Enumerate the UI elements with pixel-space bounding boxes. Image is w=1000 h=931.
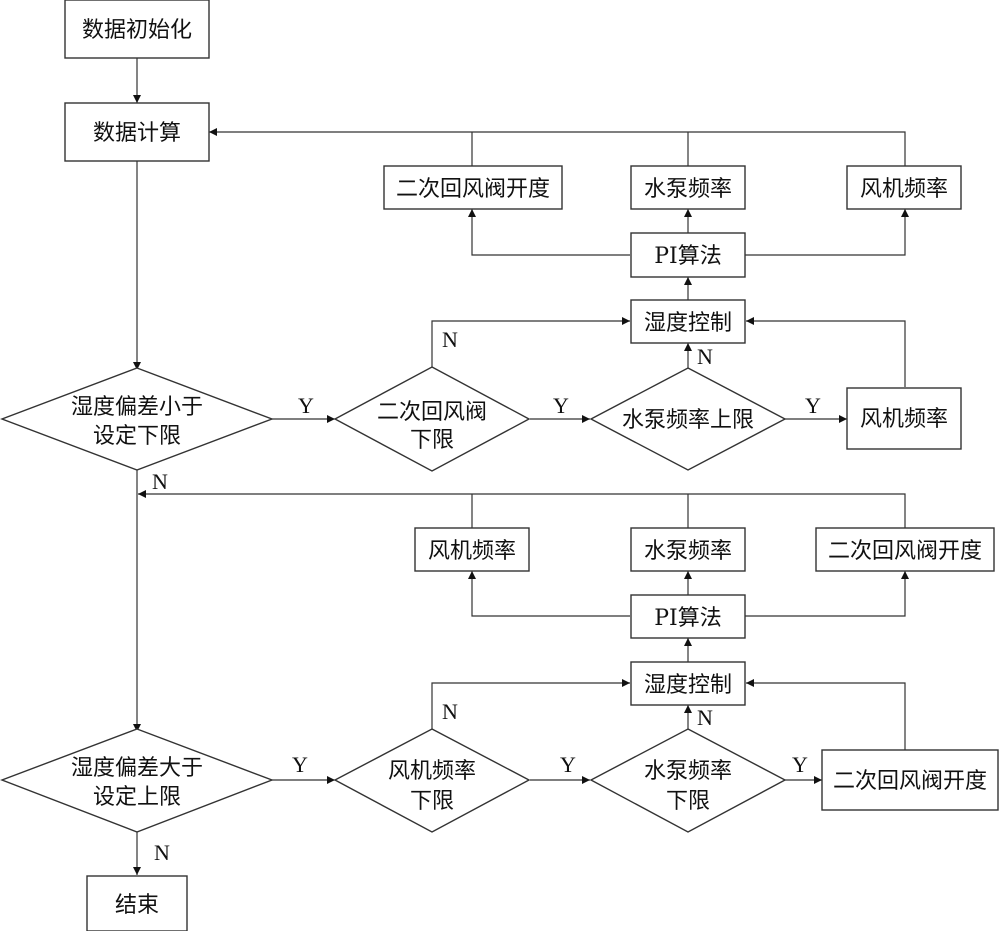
node-upper-fan-action-label: 风机频率 (860, 407, 948, 432)
label-d4-no: N (154, 840, 170, 865)
edge-d2-ctrl (431, 317, 630, 367)
decision-2-label-line1: 二次回风阀 (377, 400, 487, 425)
node-end-label: 结束 (115, 893, 159, 918)
label-d6-yes: Y (792, 752, 808, 777)
node-lower-pump-output-label: 水泵频率 (644, 539, 732, 564)
node-lower-fan-output: 风机频率 (414, 527, 530, 572)
label-d2-no: N (442, 327, 458, 352)
edge-lower-pi-valve (745, 571, 909, 617)
decision-6-label-line2: 下限 (666, 789, 710, 814)
edge-d5-ctrl (431, 679, 630, 729)
label-d1-no: N (152, 469, 168, 494)
node-upper-pump-output-label: 水泵频率 (644, 177, 732, 202)
decision-1-label-line2: 设定下限 (93, 424, 181, 449)
node-lower-valve-output-label: 二次回风阀开度 (828, 539, 982, 564)
decision-5-label-line1: 风机频率 (388, 759, 476, 784)
decision-4-label-line2: 设定上限 (93, 785, 181, 810)
edge-upper-feedback (209, 128, 906, 178)
node-lower-pi: PI算法 (630, 594, 746, 639)
node-lower-humidity-control: 湿度控制 (630, 661, 746, 706)
node-upper-pump-output: 水泵频率 (630, 165, 746, 210)
node-lower-valve-action: 二次回风阀开度 (821, 749, 999, 811)
decision-pump-lower-limit: 水泵频率 下限 (589, 728, 787, 833)
node-lower-pi-label: PI算法 (654, 606, 722, 631)
decision-2-label-line2: 下限 (410, 428, 454, 453)
node-upper-fan-action: 风机频率 (846, 387, 962, 450)
node-upper-pi: PI算法 (630, 232, 746, 278)
label-d1-yes: Y (298, 393, 314, 418)
node-init-label: 数据初始化 (82, 18, 192, 43)
label-d6-no: N (697, 705, 713, 730)
decision-3-label: 水泵频率上限 (622, 408, 754, 433)
node-lower-fan-output-label: 风机频率 (428, 539, 516, 564)
node-init: 数据初始化 (64, 0, 210, 59)
edge-upper-pi-valve (468, 209, 630, 256)
node-lower-valve-action-label: 二次回风阀开度 (833, 769, 987, 794)
node-upper-pi-label: PI算法 (654, 244, 722, 269)
label-d4-yes: Y (292, 752, 308, 777)
label-d3-no: N (697, 344, 713, 369)
node-upper-valve-output: 二次回风阀开度 (383, 165, 563, 210)
node-upper-humidity-control: 湿度控制 (630, 299, 746, 344)
node-lower-pump-output: 水泵频率 (630, 527, 746, 572)
node-calc-label: 数据计算 (93, 121, 181, 146)
decision-6-label-line1: 水泵频率 (644, 759, 732, 784)
label-d5-no: N (442, 699, 458, 724)
edge-lower-feedback (138, 490, 906, 538)
edge-lower-pi-fan (468, 571, 630, 617)
node-upper-fan-output: 风机频率 (846, 165, 962, 210)
node-upper-fan-output-label: 风机频率 (860, 177, 948, 202)
decision-5-label-line2: 下限 (410, 789, 454, 814)
label-d3-yes: Y (805, 393, 821, 418)
decision-deviation-above-upper: 湿度偏差大于 设定上限 (0, 728, 274, 833)
node-lower-valve-output: 二次回风阀开度 (815, 527, 995, 572)
decision-1-label-line1: 湿度偏差小于 (71, 395, 203, 420)
node-upper-valve-output-label: 二次回风阀开度 (396, 177, 550, 202)
decision-4-label-line1: 湿度偏差大于 (71, 756, 203, 781)
decision-pump-upper-limit: 水泵频率上限 (589, 367, 787, 471)
decision-valve-lower-limit: 二次回风阀 下限 (333, 366, 531, 472)
node-upper-humidity-control-label: 湿度控制 (644, 311, 732, 336)
node-calc: 数据计算 (64, 102, 210, 162)
label-d5-yes: Y (560, 752, 576, 777)
node-lower-humidity-control-label: 湿度控制 (644, 673, 732, 698)
decision-fan-lower-limit: 风机频率 下限 (333, 728, 531, 833)
edge-upper-pi-fan (745, 209, 909, 256)
edge-fan-ctrl (746, 317, 906, 387)
edge-valve-ctrl (746, 679, 906, 750)
label-d2-yes: Y (553, 393, 569, 418)
decision-deviation-below-lower: 湿度偏差小于 设定下限 (0, 367, 274, 471)
node-end: 结束 (86, 875, 188, 931)
